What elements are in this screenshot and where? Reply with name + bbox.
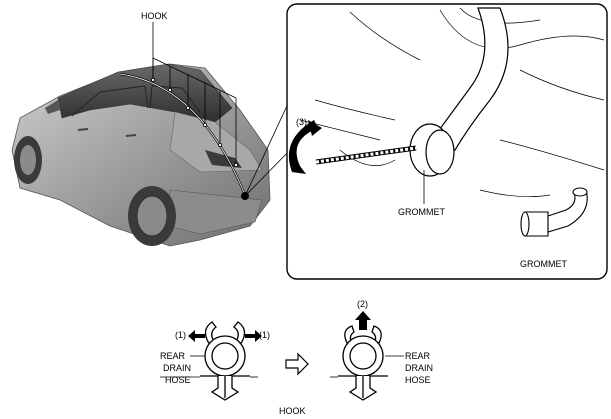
- hook-label-bottom: HOOK: [279, 406, 306, 416]
- drain-label-right: DRAIN: [405, 363, 434, 373]
- grommet-label-part: GROMMET: [520, 259, 567, 269]
- grommet-part-icon: [520, 187, 588, 237]
- step-1-label-left: (1): [175, 330, 186, 340]
- arrow-up-2: [355, 311, 371, 330]
- step-1-label-right: (1): [259, 330, 270, 340]
- hose-label-left: HOSE: [165, 375, 191, 385]
- drain-label-left: DRAIN: [163, 363, 192, 373]
- callout-lines: [244, 94, 293, 197]
- rear-label-left: REAR: [160, 351, 186, 361]
- hook-label-top: HOOK: [141, 11, 168, 21]
- clip-diagram-left: [160, 321, 258, 401]
- arrow-right-1: [245, 330, 262, 342]
- process-arrow-icon: [285, 352, 309, 376]
- clip-diagram-right: [330, 325, 404, 401]
- grommet-label-main: GROMMET: [398, 207, 445, 217]
- hook-leader-lines: [150, 22, 238, 167]
- step-2-label: (2): [357, 299, 368, 309]
- car-illustration: [11, 63, 271, 247]
- step-3-label: (3): [296, 117, 307, 127]
- arrow-left-1: [188, 330, 205, 342]
- detail-box: [286, 3, 608, 280]
- rear-label-right: REAR: [405, 351, 431, 361]
- hose-label-right: HOSE: [405, 375, 431, 385]
